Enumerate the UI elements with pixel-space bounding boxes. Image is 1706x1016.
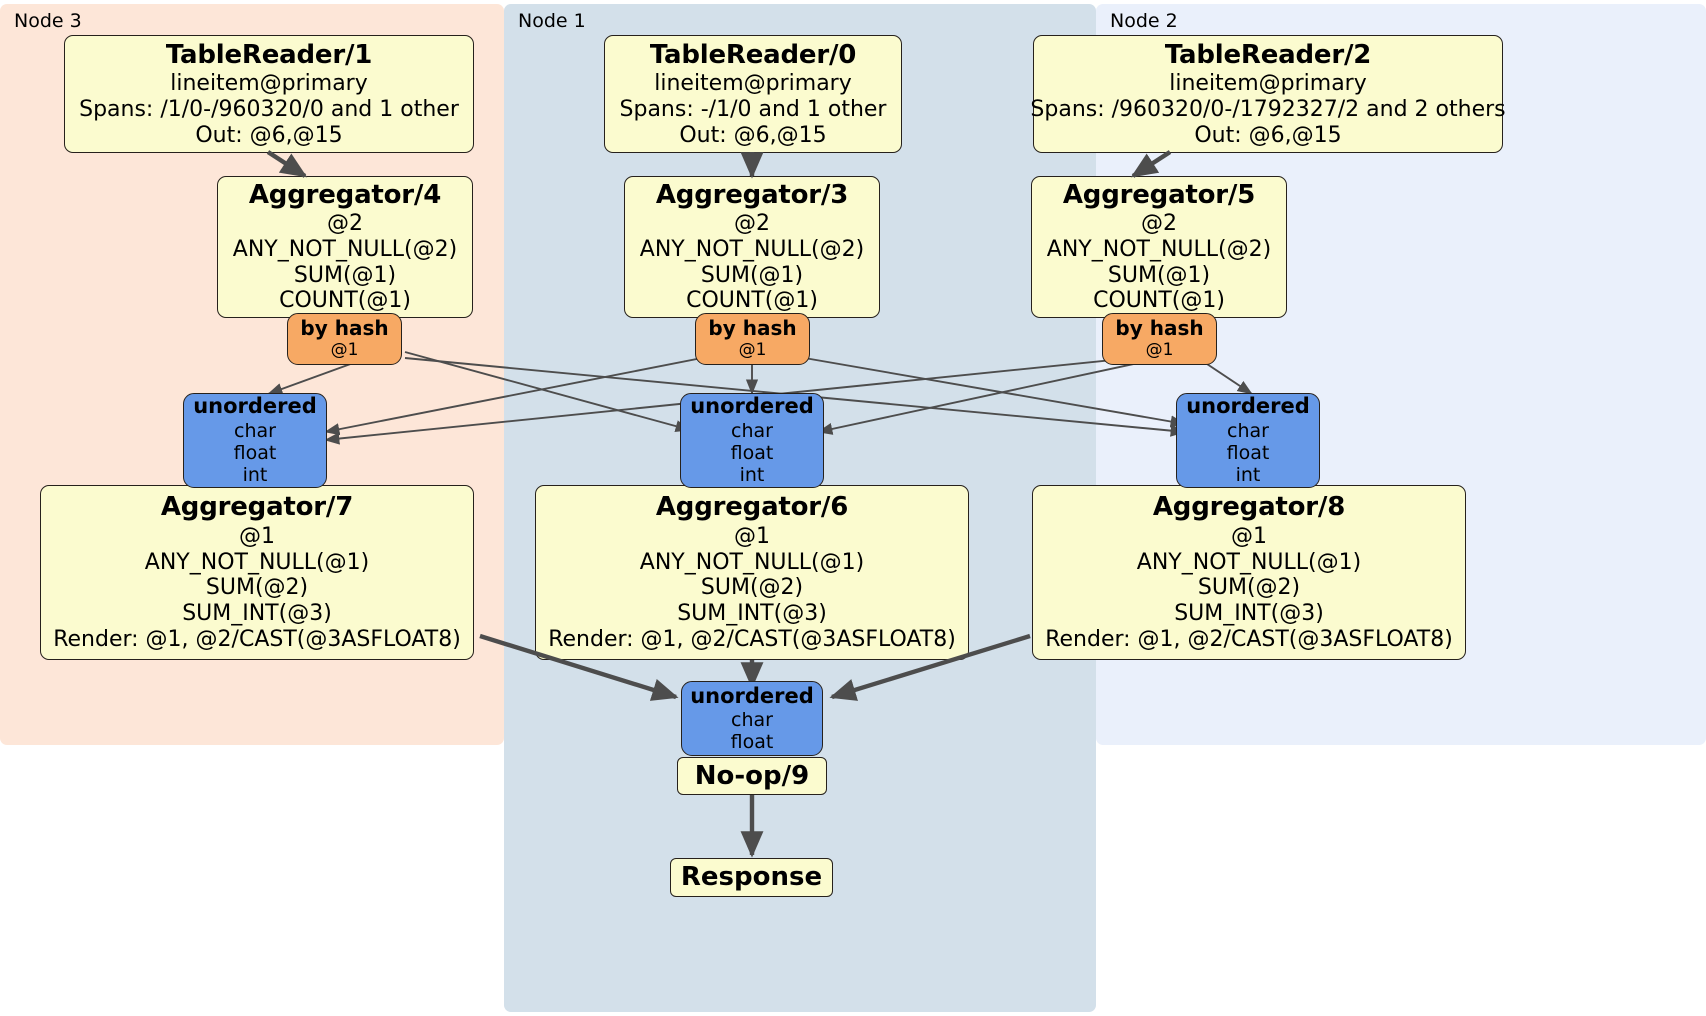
synchronizer-type-line: char (1227, 419, 1269, 442)
router-box-by-hash-4[interactable]: by hash @1 (287, 313, 402, 365)
processor-detail-line: COUNT(@1) (686, 288, 818, 314)
processor-render-line: Render: @1, @2/CAST(@3ASFLOAT8) (1045, 626, 1453, 652)
router-detail-line: @1 (330, 339, 359, 360)
processor-detail-line: @1 (239, 523, 275, 549)
processor-detail-line: lineitem@primary (170, 71, 368, 97)
processor-detail-line: SUM(@1) (293, 262, 397, 288)
synchronizer-type-line: float (1226, 442, 1270, 465)
router-detail-line: @1 (738, 339, 767, 360)
router-title: by hash (708, 316, 797, 341)
processor-title: No-op/9 (694, 760, 810, 791)
router-box-by-hash-3[interactable]: by hash @1 (695, 313, 810, 365)
processor-detail-line: SUM_INT(@3) (182, 601, 332, 627)
router-title: by hash (300, 316, 389, 341)
processor-detail-line: COUNT(@1) (279, 288, 411, 314)
processor-detail-line: Out: @6,@15 (679, 122, 827, 148)
processor-title: Aggregator/7 (160, 492, 354, 523)
synchronizer-title: unordered (690, 394, 814, 419)
processor-box-tablereader-2[interactable]: TableReader/2 lineitem@primary Spans: /9… (1030, 35, 1506, 153)
synchronizer-type-line: float (730, 731, 774, 754)
processor-title: Aggregator/6 (655, 492, 849, 523)
processor-title: TableReader/0 (649, 39, 857, 70)
processor-detail-line: Spans: /1/0-/960320/0 and 1 other (79, 96, 459, 122)
synchronizer-title: unordered (193, 394, 317, 419)
processor-detail-line: Out: @6,@15 (195, 122, 343, 148)
processor-detail-line: ANY_NOT_NULL(@2) (232, 236, 458, 262)
processor-detail-line: ANY_NOT_NULL(@1) (1136, 549, 1362, 575)
processor-detail-line: SUM(@2) (205, 575, 309, 601)
processor-detail-line: SUM(@2) (700, 575, 804, 601)
processor-box-tablereader-1[interactable]: TableReader/1 lineitem@primary Spans: /1… (64, 35, 474, 153)
node-panel-label-node1: Node 1 (518, 10, 586, 32)
processor-detail-line: @1 (734, 523, 770, 549)
processor-box-aggregator-3[interactable]: Aggregator/3 @2 ANY_NOT_NULL(@2) SUM(@1)… (624, 176, 880, 318)
processor-detail-line: SUM(@1) (700, 262, 804, 288)
response-box[interactable]: Response (670, 858, 833, 897)
processor-title: Aggregator/5 (1062, 179, 1256, 210)
processor-detail-line: SUM_INT(@3) (677, 601, 827, 627)
processor-box-aggregator-5[interactable]: Aggregator/5 @2 ANY_NOT_NULL(@2) SUM(@1)… (1031, 176, 1287, 318)
processor-title: TableReader/1 (165, 39, 373, 70)
processor-render-line: Render: @1, @2/CAST(@3ASFLOAT8) (548, 626, 956, 652)
synchronizer-type-line: int (1235, 464, 1261, 487)
processor-detail-line: ANY_NOT_NULL(@1) (144, 549, 370, 575)
processor-detail-line: SUM_INT(@3) (1174, 601, 1324, 627)
processor-detail-line: SUM(@1) (1107, 262, 1211, 288)
processor-detail-line: Out: @6,@15 (1194, 122, 1342, 148)
processor-detail-line: @2 (1141, 211, 1177, 237)
processor-detail-line: lineitem@primary (654, 71, 852, 97)
synchronizer-type-line: int (739, 464, 765, 487)
synchronizer-box-unordered-final[interactable]: unordered char float (681, 681, 823, 756)
router-detail-line: @1 (1145, 339, 1174, 360)
processor-title: Aggregator/4 (248, 179, 442, 210)
processor-detail-line: ANY_NOT_NULL(@1) (639, 549, 865, 575)
processor-box-aggregator-4[interactable]: Aggregator/4 @2 ANY_NOT_NULL(@2) SUM(@1)… (217, 176, 473, 318)
processor-box-aggregator-8[interactable]: Aggregator/8 @1 ANY_NOT_NULL(@1) SUM(@2)… (1032, 485, 1466, 660)
processor-detail-line: Spans: -/1/0 and 1 other (619, 96, 887, 122)
processor-detail-line: lineitem@primary (1169, 71, 1367, 97)
processor-detail-line: @2 (327, 211, 363, 237)
processor-title: TableReader/2 (1164, 39, 1372, 70)
processor-detail-line: ANY_NOT_NULL(@2) (639, 236, 865, 262)
response-title: Response (680, 862, 823, 893)
synchronizer-title: unordered (1186, 394, 1310, 419)
processor-box-noop-9[interactable]: No-op/9 (677, 757, 827, 795)
synchronizer-type-line: char (731, 709, 773, 732)
synchronizer-type-line: char (731, 419, 773, 442)
processor-box-tablereader-0[interactable]: TableReader/0 lineitem@primary Spans: -/… (604, 35, 902, 153)
node-panel-label-node2: Node 2 (1110, 10, 1178, 32)
synchronizer-type-line: float (233, 442, 277, 465)
processor-detail-line: SUM(@2) (1197, 575, 1301, 601)
processor-detail-line: @1 (1231, 523, 1267, 549)
synchronizer-box-unordered-6[interactable]: unordered char float int (680, 393, 824, 488)
synchronizer-box-unordered-7[interactable]: unordered char float int (183, 393, 327, 488)
processor-detail-line: ANY_NOT_NULL(@2) (1046, 236, 1272, 262)
synchronizer-type-line: float (730, 442, 774, 465)
processor-detail-line: Spans: /960320/0-/1792327/2 and 2 others (1030, 96, 1506, 122)
processor-box-aggregator-6[interactable]: Aggregator/6 @1 ANY_NOT_NULL(@1) SUM(@2)… (535, 485, 969, 660)
processor-render-line: Render: @1, @2/CAST(@3ASFLOAT8) (53, 626, 461, 652)
synchronizer-box-unordered-8[interactable]: unordered char float int (1176, 393, 1320, 488)
node-panel-label-node3: Node 3 (14, 10, 82, 32)
synchronizer-type-line: int (242, 464, 268, 487)
processor-title: Aggregator/3 (655, 179, 849, 210)
processor-detail-line: @2 (734, 211, 770, 237)
router-title: by hash (1115, 316, 1204, 341)
processor-title: Aggregator/8 (1152, 492, 1346, 523)
synchronizer-type-line: char (234, 419, 276, 442)
router-box-by-hash-5[interactable]: by hash @1 (1102, 313, 1217, 365)
processor-detail-line: COUNT(@1) (1093, 288, 1225, 314)
processor-box-aggregator-7[interactable]: Aggregator/7 @1 ANY_NOT_NULL(@1) SUM(@2)… (40, 485, 474, 660)
synchronizer-title: unordered (690, 683, 814, 708)
